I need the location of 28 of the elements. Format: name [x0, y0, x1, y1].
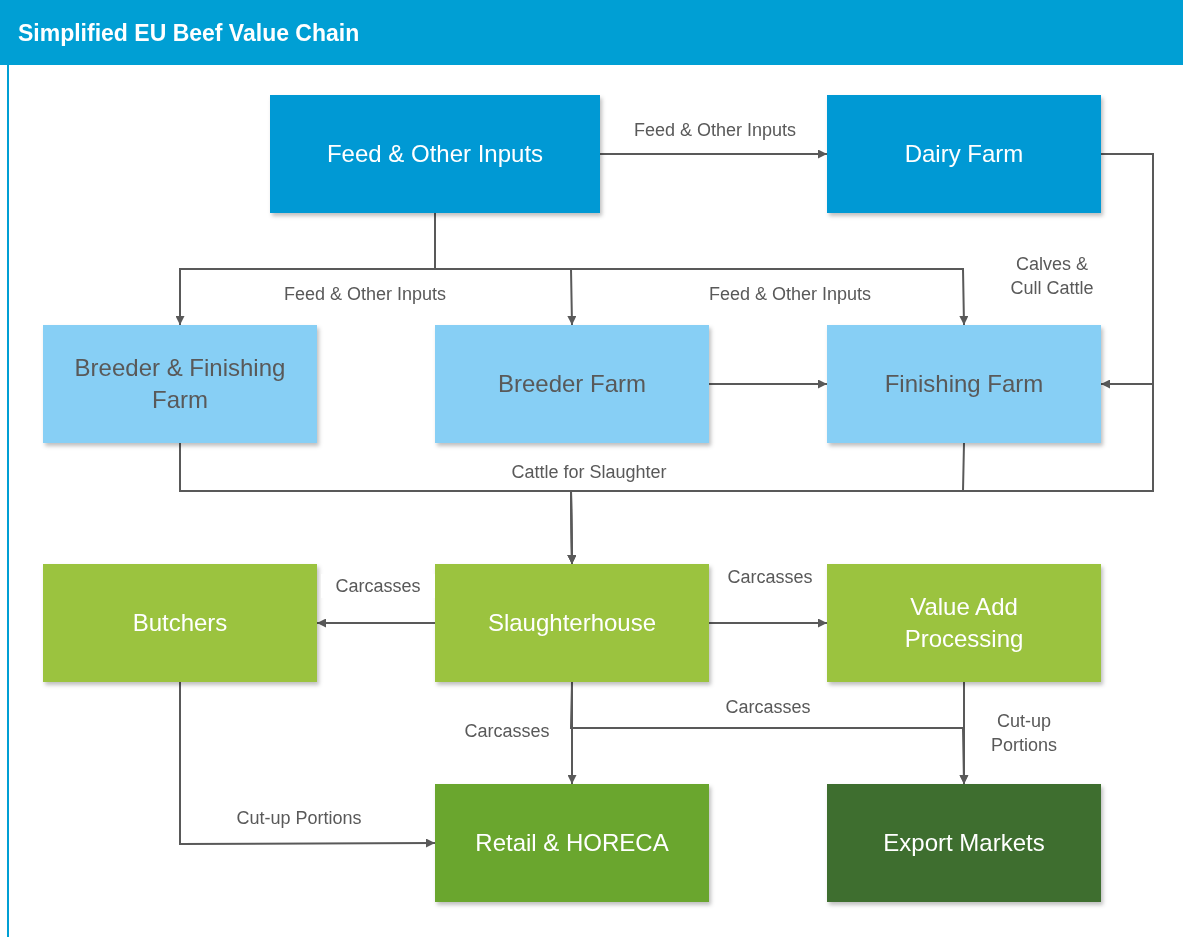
node-label: Value Add Processing: [903, 592, 1025, 654]
process-box: [827, 325, 1101, 443]
node-label: Breeder Farm: [497, 369, 646, 399]
arrow: [316, 618, 436, 628]
node-label: Retail & HORECA: [475, 828, 669, 858]
process-box: [827, 564, 1101, 682]
title: Simplified EU Beef Value Chain: [18, 20, 360, 47]
process-box: [435, 784, 709, 902]
process-box: [43, 325, 317, 443]
process-box: [270, 95, 600, 213]
process-box: [43, 564, 317, 682]
process-box: [435, 325, 709, 443]
node-label: Finishing Farm: [884, 369, 1044, 399]
arrow: [179, 681, 436, 848]
node-label: Export Markets: [883, 828, 1045, 858]
node-label: Slaughterhouse: [487, 608, 657, 638]
node-label: Dairy Farm: [904, 139, 1024, 169]
arrow: [959, 681, 969, 785]
process-box: [827, 95, 1101, 213]
arrow: [599, 149, 828, 159]
arrow: [567, 442, 965, 565]
node-label: Breeder & Finishing Farm: [73, 353, 287, 415]
node-label: Butchers: [132, 608, 228, 638]
process-box: [827, 784, 1101, 902]
arrow: [708, 379, 828, 389]
node-label: Feed & Other Inputs: [326, 139, 544, 169]
arrow: [708, 618, 828, 628]
process-box: [435, 564, 709, 682]
